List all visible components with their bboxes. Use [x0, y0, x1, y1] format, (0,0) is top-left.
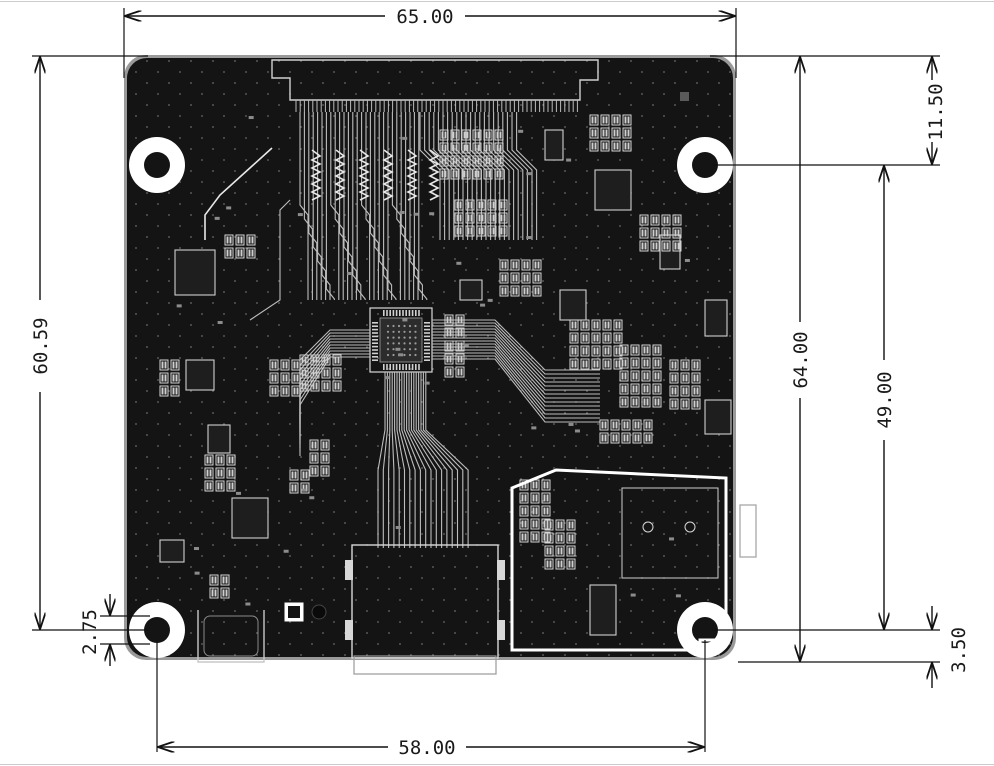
marker-square: [680, 92, 689, 101]
power-section-outline: [510, 468, 757, 652]
top-fpc-connector: [271, 59, 599, 112]
dimension-bottom-hole-offset-right: 3.50: [932, 606, 970, 688]
bottom-hole-offset-right-label: 3.50: [948, 627, 970, 673]
dimension-overall-height-left: 60.59: [30, 55, 148, 631]
dimension-hole-horizontal-spacing: 58.00: [156, 640, 706, 759]
bottom-hole-offset-left-label: 2.75: [79, 609, 101, 655]
fiducial-dot: [311, 604, 327, 620]
component-footprints: [159, 114, 732, 636]
dimension-overall-height-right: 64.00: [710, 55, 940, 663]
overall-height-left-label: 60.59: [30, 317, 52, 374]
dimension-bottom-hole-offset-left: 2.75: [79, 594, 150, 666]
hole-spacing-vertical-label: 49.00: [874, 371, 896, 428]
mounting-hole-bottom-right: [677, 602, 733, 658]
fiducial-square-inner: [288, 606, 300, 618]
overall-height-right-label: 64.00: [790, 331, 812, 388]
dimension-top-hole-offset: 11.50: [712, 58, 947, 166]
dimension-hole-vertical-spacing: 49.00: [712, 167, 940, 631]
trace-routing: [204, 112, 600, 548]
pcb-board: [124, 55, 757, 675]
mounting-hole-top-right: [677, 137, 733, 193]
bottom-connector: [345, 544, 505, 675]
hole-spacing-horizontal-label: 58.00: [398, 737, 455, 759]
top-hole-offset-label: 11.50: [925, 83, 947, 140]
mounting-hole-top-left: [129, 137, 185, 193]
overall-width-label: 65.00: [396, 6, 453, 28]
usb-connector: [197, 610, 265, 663]
dimension-overall-width: 65.00: [123, 6, 737, 78]
